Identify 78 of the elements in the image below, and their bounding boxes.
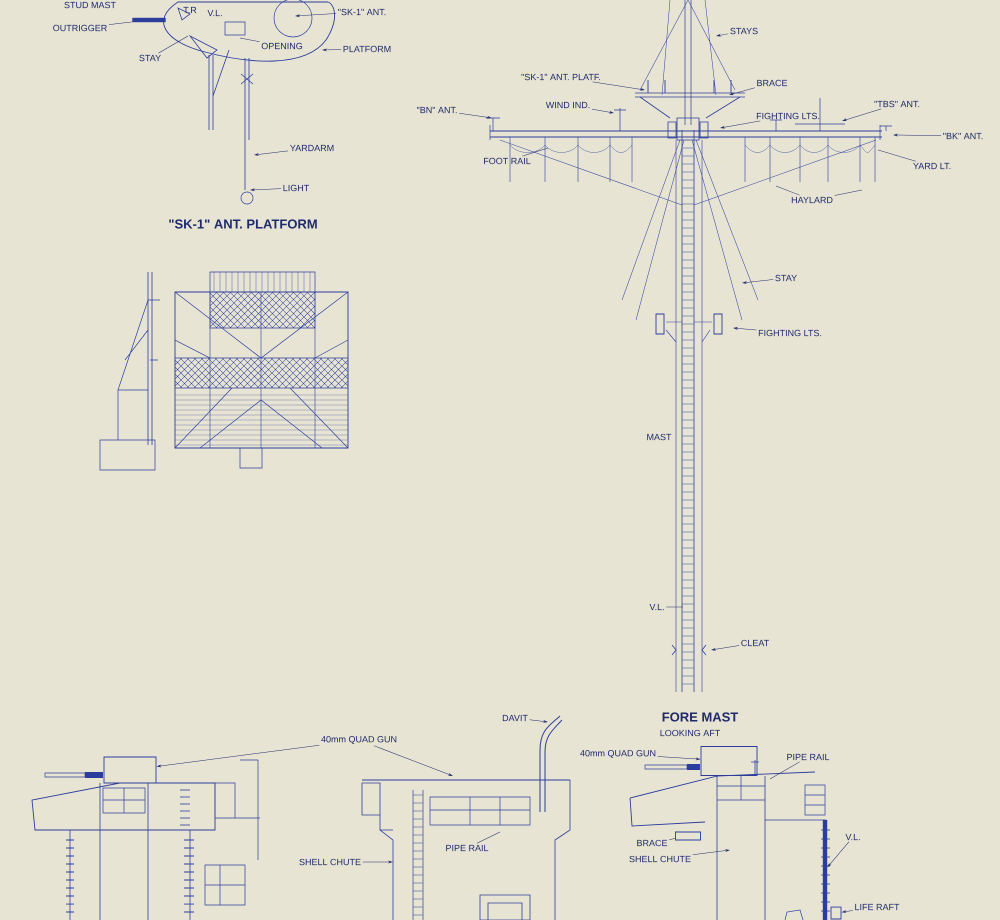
leader-line <box>254 150 288 156</box>
part-label: "SK-1" ANT. PLATF. <box>522 74 600 80</box>
part-label: V.L. <box>207 10 222 16</box>
part-label: CLEAT <box>741 640 769 646</box>
leader-line <box>592 108 614 114</box>
part-label: LIFE RAFT <box>855 904 900 910</box>
section-heading: "SK-1" ANT. PLATFORM <box>169 219 317 229</box>
leader-line <box>108 22 133 25</box>
part-label: PLATFORM <box>344 46 390 52</box>
part-box <box>700 746 758 776</box>
part-label: STAY <box>139 54 161 62</box>
part-label: LIGHT <box>284 184 310 192</box>
part-label: SHELL CHUTE <box>629 856 691 862</box>
part-label: MAST <box>647 434 672 440</box>
leader-line <box>720 120 761 128</box>
part-label: PIPE RAIL <box>446 844 488 852</box>
leader-line <box>362 860 392 864</box>
leader-line <box>770 762 800 780</box>
leader-line <box>529 720 548 723</box>
leader-line <box>842 910 854 913</box>
leader-line <box>592 82 644 91</box>
leader-line <box>894 134 942 136</box>
part-label: DAVIT <box>502 714 528 722</box>
part-label: "TBS" ANT. <box>874 100 920 108</box>
part-label: "BK" ANT. <box>943 132 982 140</box>
leader-line <box>712 645 740 651</box>
part-label: STAY <box>775 274 797 282</box>
part-label: FIGHTING LTS. <box>758 330 822 336</box>
leader-line <box>657 756 700 760</box>
leader-line <box>522 148 548 156</box>
part-box <box>830 906 842 920</box>
part-box <box>675 832 701 840</box>
part-label: STUD MAST <box>64 2 116 8</box>
part-box <box>104 756 156 784</box>
leader-line <box>240 38 260 42</box>
leader-line <box>878 150 916 162</box>
leader-line <box>250 188 282 192</box>
part-label: YARDARM <box>290 144 334 152</box>
leader-line <box>458 112 492 119</box>
part-label: LOOKING AFT <box>660 730 720 736</box>
leader-line <box>834 190 862 196</box>
leader-line <box>742 279 774 284</box>
part-label: "BN" ANT. <box>416 106 457 114</box>
part-label: YARD LT. <box>913 162 950 170</box>
part-bar <box>132 18 166 22</box>
leader-line <box>476 832 500 844</box>
leader-line <box>730 88 756 96</box>
part-label: PIPE RAIL <box>787 754 830 760</box>
leader-line <box>322 48 342 52</box>
part-label: FIGHTING LTS. <box>756 112 820 120</box>
part-label: FOOT RAIL <box>484 158 530 164</box>
leader-line <box>158 36 188 54</box>
part-label: 40mm QUAD GUN <box>321 736 396 744</box>
drawing-title: FORE MAST <box>662 712 738 722</box>
part-label: OPENING <box>262 42 302 50</box>
leader-line <box>842 108 882 121</box>
leader-line <box>776 186 800 196</box>
part-label: SHELL CHUTE <box>299 858 361 866</box>
leader-line <box>828 842 850 867</box>
leader-line <box>716 34 728 36</box>
leader-line <box>692 849 730 856</box>
leader-line <box>666 606 684 608</box>
leader-line <box>734 327 757 330</box>
part-label: T.R <box>183 6 196 14</box>
part-label: STAYS <box>730 28 758 34</box>
part-label: WIND IND. <box>546 102 590 108</box>
part-label: OUTRIGGER <box>53 24 107 32</box>
part-label: 40mm QUAD GUN <box>580 750 656 758</box>
leader-line <box>157 744 320 768</box>
part-label: V.L. <box>649 604 664 610</box>
part-label: BRACE <box>757 80 788 86</box>
part-label: BRACE <box>637 840 668 846</box>
leader-line <box>374 745 452 776</box>
part-label: HAYLARD <box>792 196 832 204</box>
part-bar <box>822 820 828 920</box>
leader-line <box>668 838 676 840</box>
part-label: V.L. <box>845 834 860 840</box>
part-label: "SK-1" ANT. <box>338 8 386 16</box>
